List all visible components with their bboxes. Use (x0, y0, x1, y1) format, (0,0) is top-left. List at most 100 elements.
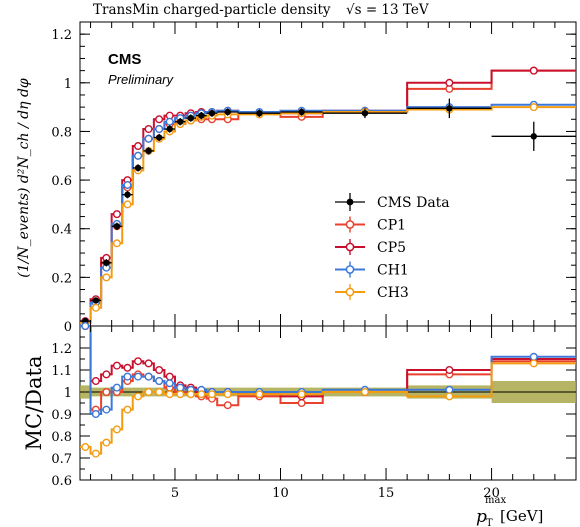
series-marker-ch3 (445, 392, 454, 401)
y-axis-label: (1/N_events) d²N_ch / dη dφ (16, 78, 32, 278)
series-marker-cp1 (223, 401, 232, 410)
data-point (145, 147, 152, 155)
experiment-label: CMS (108, 51, 141, 68)
series-marker-cp1 (297, 399, 306, 408)
series-ch3 (80, 359, 576, 458)
series-line-ch3 (80, 106, 576, 324)
series-marker-ch1 (81, 322, 90, 331)
series-cp1 (80, 66, 576, 327)
series-marker-ch1 (144, 372, 153, 381)
series-marker-ch3 (81, 443, 90, 452)
data-points (80, 98, 576, 325)
series-marker-cp5 (165, 372, 174, 381)
ratio-tick-label: 0.7 (51, 452, 72, 467)
data-point (103, 259, 110, 266)
series-marker-cp5 (134, 357, 143, 366)
data-point (530, 133, 537, 140)
series-marker-ch1 (102, 405, 111, 414)
ratio-tick-label: 1 (64, 386, 72, 401)
series-marker-ch3 (112, 425, 121, 434)
series-line-cp5 (80, 325, 576, 398)
y-tick-label: 0.4 (51, 223, 72, 238)
series-marker-ch3 (165, 390, 174, 399)
series-marker-ch3 (176, 390, 185, 399)
upper-series-group (80, 66, 576, 327)
x-tick-label: 15 (378, 486, 395, 501)
series-marker-ch3 (529, 103, 538, 112)
series-marker-cp5 (112, 210, 121, 219)
energy-label: √s = 13 TeV (346, 2, 429, 18)
data-point (187, 114, 195, 122)
series-marker-cp5 (529, 66, 538, 75)
series-line-ch1 (80, 103, 576, 324)
data-point (256, 110, 263, 117)
ratio-tick-label: 0.9 (51, 408, 72, 423)
series-marker-ch3 (223, 390, 232, 399)
series-marker-cp5 (144, 125, 153, 134)
series-line-cp5 (80, 69, 576, 323)
series-marker-ch3 (112, 239, 121, 248)
data-point (224, 108, 231, 116)
x-tick-label: 5 (171, 486, 179, 501)
series-marker-ch1 (134, 372, 143, 381)
series-marker-ch1 (112, 383, 121, 392)
series-marker-cp5 (144, 359, 153, 368)
legend-swatch-marker (345, 287, 355, 297)
series-marker-cp5 (445, 78, 454, 87)
data-point (446, 105, 453, 112)
x-tick-label: 10 (272, 486, 289, 501)
data-point (113, 223, 121, 230)
series-marker-ch1 (155, 377, 164, 386)
series-marker-ch1 (155, 125, 164, 134)
legend-label: CH3 (377, 285, 409, 301)
ratio-axis-label: MC/Data (22, 356, 46, 451)
series-marker-cp5 (445, 366, 454, 375)
series-marker-ch1 (165, 117, 174, 126)
series-marker-ch3 (102, 438, 111, 447)
legend-swatch-marker (345, 242, 355, 252)
x-axis-label: p T max [GeV] (476, 495, 543, 527)
status-label: Preliminary (108, 72, 175, 87)
series-marker-cp5 (102, 370, 111, 379)
series-cp5 (80, 66, 576, 326)
series-marker-ch1 (445, 385, 454, 394)
legend-label: CP1 (377, 218, 406, 234)
series-marker-ch3 (360, 388, 369, 397)
x-axis-label-main: p (476, 507, 487, 527)
series-marker-ch1 (91, 410, 100, 419)
y-tick-label: 0.2 (51, 271, 72, 286)
series-marker-ch1 (123, 180, 132, 189)
series-marker-ch3 (255, 390, 264, 399)
series-marker-ch1 (165, 379, 174, 388)
series-marker-cp5 (123, 363, 132, 372)
series-marker-ch3 (123, 200, 132, 209)
ratio-tick-label: 0.6 (51, 474, 72, 489)
series-ch1 (80, 100, 576, 327)
series-marker-ch1 (123, 372, 132, 381)
series-marker-cp5 (134, 142, 143, 151)
series-marker-ch3 (102, 273, 111, 282)
series-line-cp1 (80, 325, 576, 411)
x-axis-label-sub: T (486, 518, 493, 527)
data-point (124, 191, 131, 198)
data-point (198, 112, 205, 119)
y-tick-label: 1 (64, 77, 72, 92)
upper-y-ticks: 00.20.40.60.811.2 (51, 28, 576, 335)
legend-swatch-marker (345, 265, 355, 274)
legend-item: CP1 (335, 216, 406, 234)
series-line-cp1 (80, 69, 576, 324)
legend-swatch-marker (345, 220, 355, 229)
series-marker-ch3 (155, 388, 164, 397)
series-marker-cp5 (91, 377, 100, 386)
y-tick-label: 1.2 (51, 28, 72, 43)
series-marker-ch1 (134, 151, 143, 160)
ratio-tick-label: 1.1 (51, 364, 72, 379)
series-marker-ch3 (144, 388, 153, 397)
series-marker-ch3 (91, 303, 100, 312)
series-marker-ch3 (123, 405, 132, 414)
series-marker-cp5 (112, 361, 121, 370)
series-marker-ch3 (186, 390, 195, 399)
data-point (298, 108, 305, 116)
